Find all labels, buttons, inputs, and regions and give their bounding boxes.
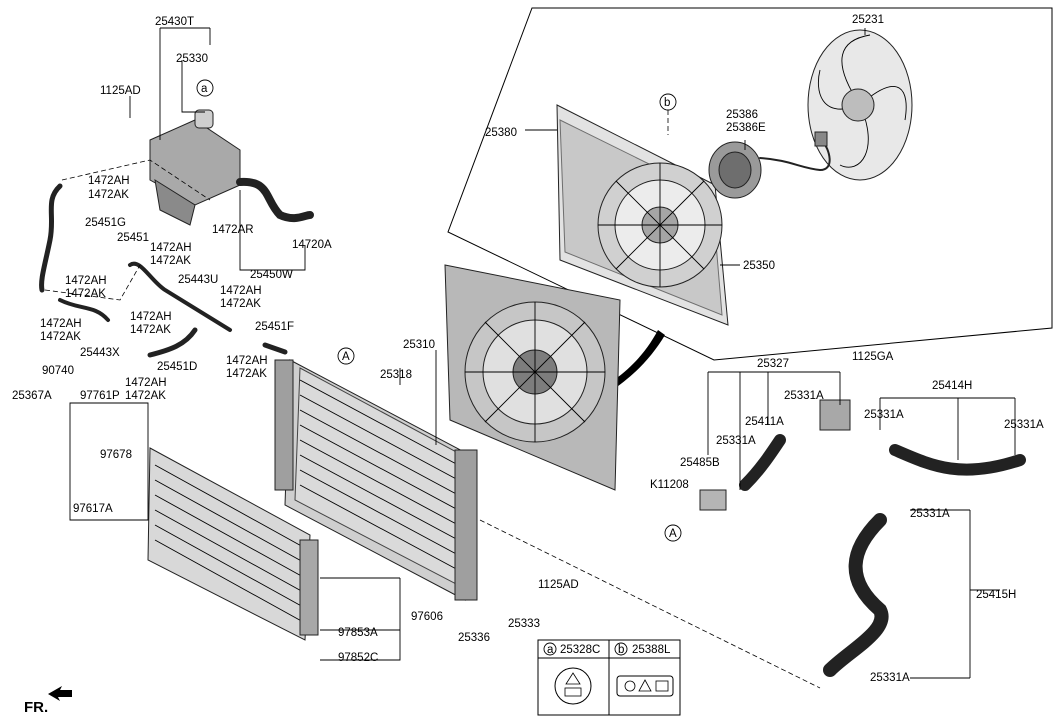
condenser-drawing (147, 447, 319, 641)
label-1472AK-7: 1472AK (226, 368, 267, 380)
label-97617A: 97617A (73, 503, 113, 515)
label-1472AK-2: 1472AK (150, 255, 191, 267)
label-90740: 90740 (42, 365, 74, 377)
hose-25451D (147, 327, 198, 358)
hose-25411A (739, 434, 786, 491)
label-1472AK-3: 1472AK (65, 288, 106, 300)
label-25318: 25318 (380, 369, 412, 381)
coolant-reservoir-drawing (149, 109, 241, 226)
label-25331A-6: 25331A (870, 672, 910, 684)
label-25485B: 25485B (680, 457, 720, 469)
label-1125AD-top: 1125AD (100, 85, 141, 97)
label-1472AK-4: 1472AK (220, 298, 261, 310)
callout-A-right: A (664, 524, 682, 542)
label-97606: 97606 (411, 611, 443, 623)
label-1472AK-6: 1472AK (40, 331, 81, 343)
label-25450W: 25450W (250, 269, 293, 281)
front-direction-arrow-icon (48, 686, 72, 701)
label-1472AH-6: 1472AH (40, 318, 82, 330)
label-1125AD-bottom: 1125AD (538, 579, 579, 591)
label-25386E: 25386E (726, 122, 766, 134)
label-14720A: 14720A (292, 239, 332, 251)
label-25330: 25330 (176, 53, 208, 65)
fan-motor-drawing (708, 131, 831, 199)
warning-label-icon-a (554, 667, 592, 705)
legend-a-part: 25328C (560, 644, 600, 656)
label-1472AH-5: 1472AH (130, 311, 172, 323)
hose-25443X (58, 298, 110, 322)
fan-shroud-drawing (556, 104, 729, 326)
label-25380: 25380 (485, 127, 517, 139)
front-direction-label: FR. (24, 699, 48, 716)
label-25451: 25451 (117, 232, 149, 244)
label-25350: 25350 (743, 260, 775, 272)
label-25451D: 25451D (157, 361, 197, 373)
label-25231: 25231 (852, 14, 884, 26)
label-97852C: 97852C (338, 652, 378, 664)
hose-25451F (262, 342, 288, 355)
label-25327: 25327 (757, 358, 789, 370)
hose-25414H (889, 444, 1026, 476)
label-1472AH-2: 1472AH (150, 242, 192, 254)
label-25367A: 25367A (12, 390, 52, 402)
label-1472AK-8: 1472AK (125, 390, 166, 402)
radiator-drawing (274, 359, 478, 601)
label-25451F: 25451F (255, 321, 294, 333)
label-25333: 25333 (508, 618, 540, 630)
label-97853A: 97853A (338, 627, 378, 639)
label-1472AH-1: 1472AH (88, 175, 130, 187)
label-25443X: 25443X (80, 347, 120, 359)
label-25411A: 25411A (745, 416, 784, 428)
svg-text:A: A (342, 351, 350, 363)
label-1472AH-8: 1472AH (125, 377, 167, 389)
label-25331A-2: 25331A (716, 435, 756, 447)
hose-25451G (39, 183, 63, 293)
legend-box: a 25328C b 25388L (537, 639, 681, 716)
label-97678: 97678 (100, 449, 132, 461)
thermostat-housing-drawing (819, 399, 851, 431)
legend-b-letter: b (618, 644, 624, 656)
svg-text:b: b (664, 97, 670, 109)
label-1472AK-1: 1472AK (88, 189, 129, 201)
label-1125GA: 1125GA (852, 351, 894, 363)
svg-text:a: a (201, 83, 208, 95)
label-25443U: 25443U (178, 274, 218, 286)
label-25451G: 25451G (85, 217, 126, 229)
label-25310: 25310 (403, 339, 435, 351)
label-1472AR: 1472AR (212, 224, 254, 236)
label-25414H: 25414H (932, 380, 972, 392)
fan-blade-drawing (807, 29, 913, 181)
hose-25450W (236, 177, 314, 223)
label-1472AH-3: 1472AH (65, 275, 107, 287)
legend-a-letter: a (547, 644, 554, 656)
callout-a-top: a (196, 79, 214, 97)
label-1472AK-5: 1472AK (130, 324, 171, 336)
label-97761P: 97761P (80, 390, 120, 402)
label-K11208: K11208 (650, 479, 689, 491)
svg-text:A: A (669, 528, 677, 540)
callout-b-top: b (659, 93, 677, 111)
hose-fitting-25485B (699, 489, 727, 511)
label-25336: 25336 (458, 632, 490, 644)
label-25331A-3: 25331A (864, 409, 904, 421)
callout-A-left: A (337, 347, 355, 365)
label-25415H: 25415H (976, 589, 1016, 601)
fan-shroud-main-drawing (444, 264, 621, 491)
hose-25451 (128, 261, 232, 332)
warning-label-icon-b (616, 675, 674, 697)
label-25430T: 25430T (155, 16, 194, 28)
hose-25415H (823, 513, 889, 677)
label-25331A-1: 25331A (784, 390, 824, 402)
label-1472AH-7: 1472AH (226, 355, 268, 367)
label-25331A-4: 25331A (1004, 419, 1044, 431)
label-1472AH-4: 1472AH (220, 285, 262, 297)
legend-b-part: 25388L (632, 644, 671, 656)
label-25331A-5: 25331A (910, 508, 950, 520)
label-25386: 25386 (726, 109, 758, 121)
